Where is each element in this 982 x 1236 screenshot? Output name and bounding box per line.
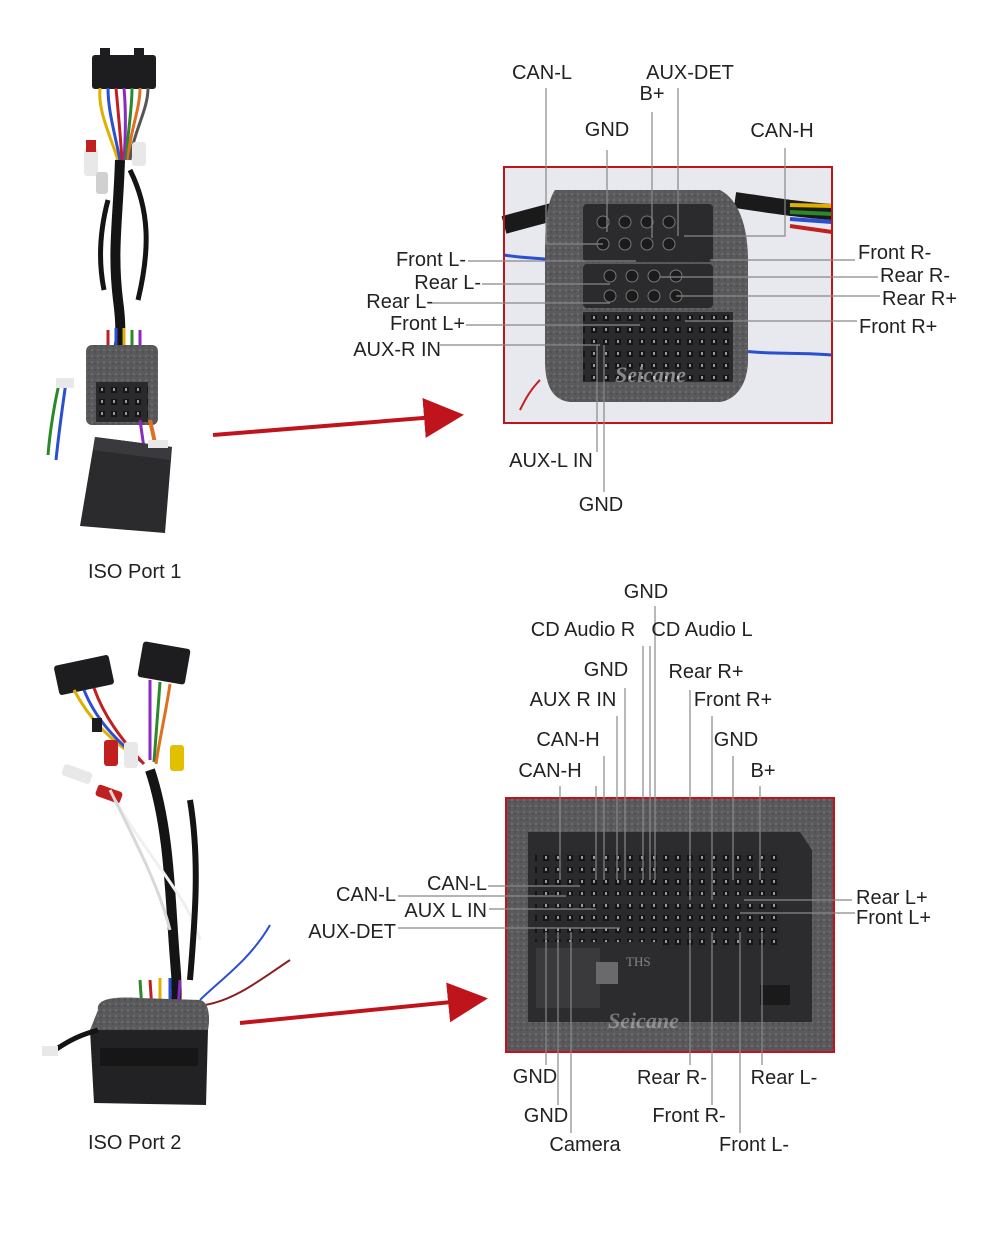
p1-rear-l-minus-b-label: Rear L- xyxy=(366,291,433,313)
p2-aux-l-in-label: AUX L IN xyxy=(404,900,487,922)
p1-aux-r-in-label: AUX-R IN xyxy=(353,339,441,361)
p2-can-l-outer-label: CAN-L xyxy=(335,884,396,906)
watermark-2: Seicane xyxy=(608,1008,679,1033)
p2-b-plus-label: B+ xyxy=(750,760,776,782)
p2-gnd-2-label: GND xyxy=(583,659,629,681)
p1-b-plus-label: B+ xyxy=(639,83,665,105)
leader-lines-2 xyxy=(398,606,855,1133)
p2-rear-r-minus-label: Rear R- xyxy=(636,1067,708,1089)
p2-can-l-inner-label: CAN-L xyxy=(426,873,487,895)
connector-2-frame xyxy=(505,797,835,1053)
connector-2-photo xyxy=(506,798,834,1052)
p2-aux-r-in-label: AUX R IN xyxy=(529,689,617,711)
p1-gnd-top-label: GND xyxy=(584,119,630,141)
p2-gnd-bottom-2-label: GND xyxy=(523,1105,569,1127)
p1-can-h-label: CAN-H xyxy=(750,120,814,142)
p2-gnd-3-label: GND xyxy=(713,729,759,751)
p2-camera-label: Camera xyxy=(549,1134,621,1156)
p2-cd-audio-r-label: CD Audio R xyxy=(530,619,636,641)
connector-1-photo xyxy=(501,167,833,423)
p2-cd-audio-l-label: CD Audio L xyxy=(651,619,753,641)
harness-1-photo xyxy=(46,48,172,533)
p2-can-h-1-label: CAN-H xyxy=(536,729,600,751)
p2-aux-det-label: AUX-DET xyxy=(308,921,396,943)
p2-rear-l-minus-label: Rear L- xyxy=(750,1067,818,1089)
p1-rear-r-plus-label: Rear R+ xyxy=(882,288,958,310)
port-2-title: ISO Port 2 xyxy=(88,1132,182,1154)
p2-rear-l-plus-label: Rear L+ xyxy=(856,887,928,909)
p2-front-r-minus-label: Front R- xyxy=(652,1105,726,1127)
p1-aux-det-label: AUX-DET xyxy=(646,62,734,84)
p2-front-l-plus-label: Front L+ xyxy=(856,907,932,929)
p1-rear-l-minus-a-label: Rear L- xyxy=(414,272,481,294)
p2-can-h-2-label: CAN-H xyxy=(518,760,582,782)
arrow-2 xyxy=(239,982,488,1025)
p2-gnd-bottom-1-label: GND xyxy=(512,1066,558,1088)
port-1-title: ISO Port 1 xyxy=(88,561,182,583)
watermark-1: Seicane xyxy=(615,362,686,387)
connector-1-frame xyxy=(503,166,833,424)
p1-gnd-bottom-label: GND xyxy=(578,494,624,516)
p2-front-r-plus-label: Front R+ xyxy=(693,689,773,711)
arrow-1 xyxy=(212,397,464,438)
p1-front-l-minus-label: Front L- xyxy=(395,249,466,271)
harness-2-photo xyxy=(42,641,291,1105)
p2-front-l-minus-label: Front L- xyxy=(718,1134,790,1156)
p1-front-r-minus-label: Front R- xyxy=(858,242,932,264)
p1-rear-r-minus-label: Rear R- xyxy=(880,265,951,287)
leader-lines-1 xyxy=(432,88,880,492)
p1-front-r-plus-label: Front R+ xyxy=(859,316,938,338)
p2-rear-r-plus-label: Rear R+ xyxy=(668,661,744,683)
p2-gnd-top-label: GND xyxy=(623,581,669,603)
p1-front-l-plus-label: Front L+ xyxy=(389,313,465,335)
p1-aux-l-in-label: AUX-L IN xyxy=(509,450,593,472)
p1-can-l-label: CAN-L xyxy=(511,62,573,84)
ths-stamp: THS xyxy=(626,954,651,969)
